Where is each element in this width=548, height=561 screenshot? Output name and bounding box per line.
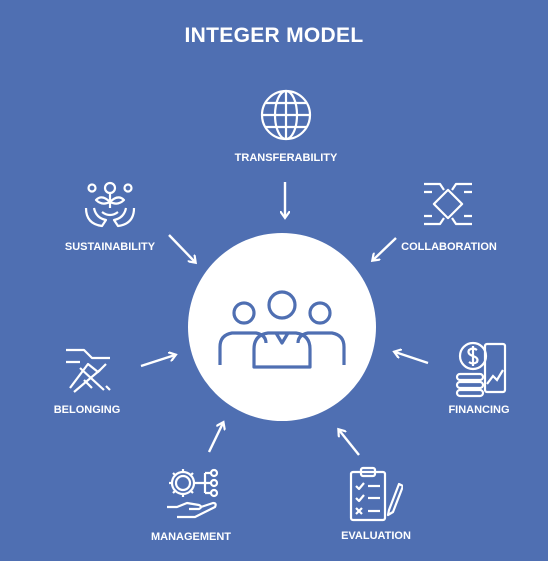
gear-hand-icon	[167, 468, 219, 519]
team-people-icon	[218, 290, 346, 369]
checklist-clipboard-icon	[349, 466, 403, 522]
node-label-financing: FINANCING	[448, 404, 510, 416]
eco-hands-icon	[84, 181, 136, 228]
arrow-collaboration	[373, 237, 397, 260]
node-label-belonging: BELONGING	[53, 404, 121, 416]
coins-chart-icon	[455, 341, 507, 398]
globe-icon	[260, 89, 312, 141]
arrow-management	[207, 423, 223, 453]
node-label-management: MANAGEMENT	[150, 531, 232, 543]
node-label-sustainability: SUSTAINABILITY	[64, 241, 156, 253]
node-label-collaboration: COLLABORATION	[401, 241, 497, 253]
arrow-sustainability	[168, 234, 195, 262]
diagram-title: INTEGER MODEL	[184, 24, 364, 47]
arrow-belonging	[140, 355, 175, 368]
handshake-icon	[66, 348, 111, 393]
arrow-evaluation	[339, 430, 360, 456]
joined-hands-icon	[424, 182, 472, 226]
node-label-evaluation: EVALUATION	[341, 530, 411, 542]
hub-circle	[188, 233, 376, 421]
node-label-transferability: TRANSFERABILITY	[234, 152, 338, 164]
arrow-financing	[395, 352, 429, 365]
